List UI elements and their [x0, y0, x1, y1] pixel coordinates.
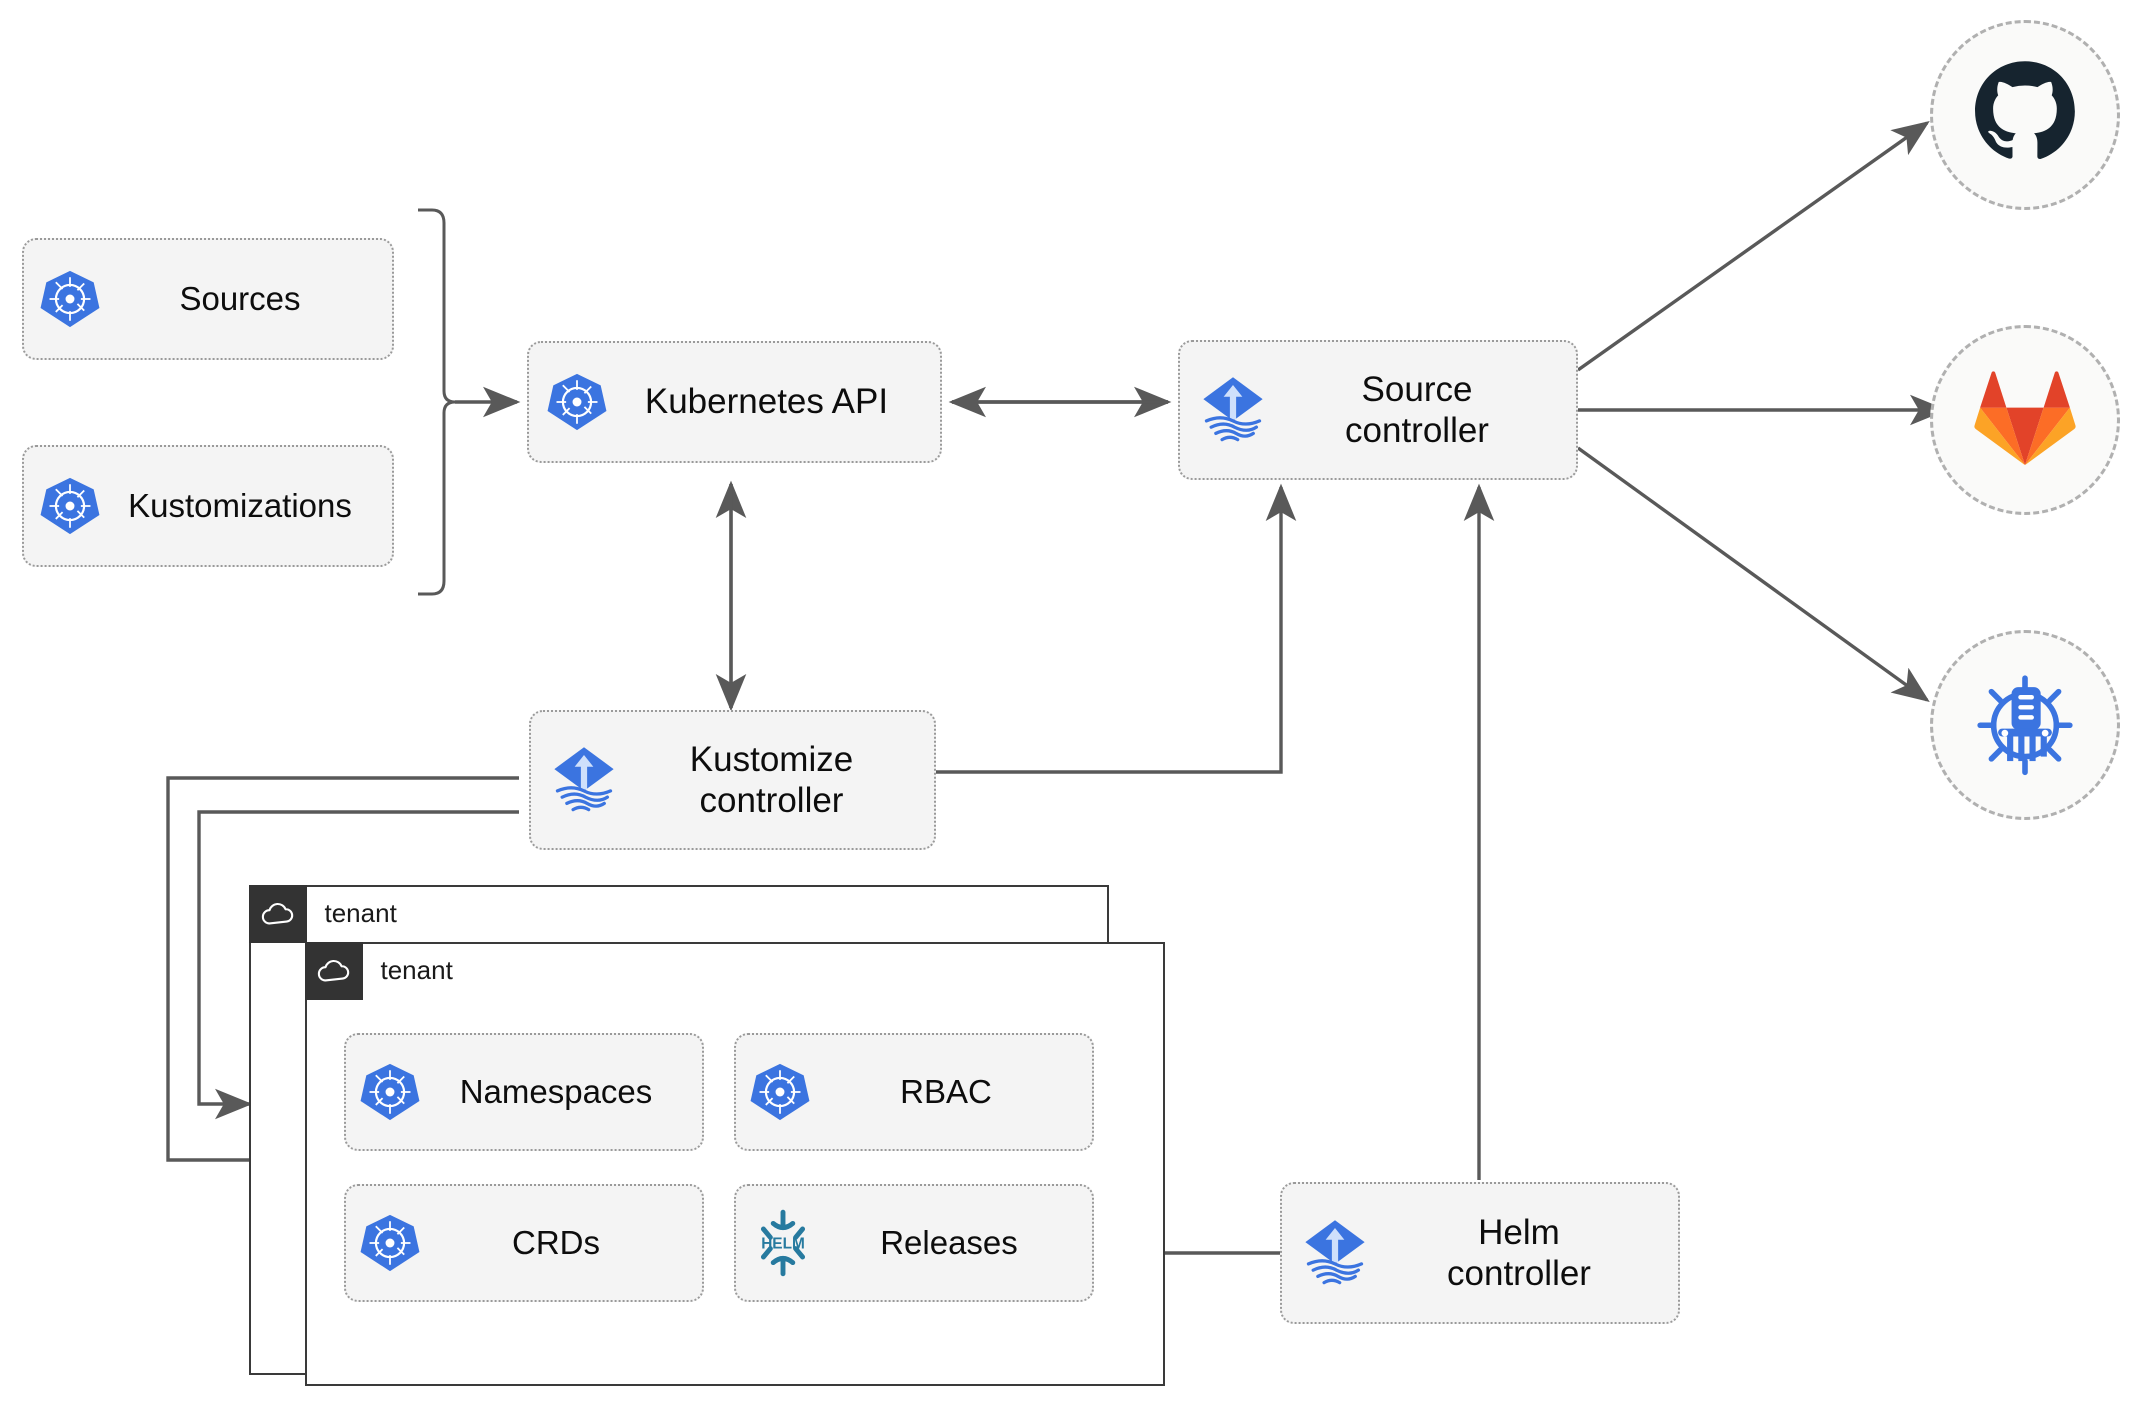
node-label: Helm controller	[1374, 1212, 1664, 1295]
helm-icon: HELM	[748, 1208, 818, 1278]
github-icon	[1971, 59, 2079, 172]
edge-kustomize-to-source	[936, 483, 1297, 774]
node-helm-controller[interactable]: Helm controller	[1280, 1182, 1680, 1324]
node-namespaces[interactable]: Namespaces	[344, 1033, 704, 1151]
gitlab-icon	[1973, 368, 2077, 473]
node-label-line2: controller	[1447, 1254, 1591, 1293]
edge-source-to-github	[1577, 121, 1930, 372]
node-source-controller[interactable]: Source controller	[1178, 340, 1578, 480]
kubernetes-icon	[545, 370, 609, 434]
tenant-panel-front[interactable]: tenant Namespaces	[304, 941, 1165, 1386]
flux-icon	[1194, 371, 1272, 449]
cloud-icon	[248, 884, 307, 943]
kubernetes-icon	[358, 1060, 422, 1124]
helm-registry-icon	[1969, 667, 2081, 784]
node-label-line1: Kustomize	[689, 739, 854, 779]
node-label: Releases	[880, 1223, 1018, 1261]
node-label: RBAC	[900, 1072, 992, 1110]
provider-github[interactable]	[1930, 20, 2120, 210]
provider-helm-registry[interactable]	[1930, 630, 2120, 820]
node-label-line1: Source	[1361, 369, 1473, 409]
kubernetes-icon	[358, 1211, 422, 1275]
kubernetes-icon	[748, 1060, 812, 1124]
node-label-line1: Helm	[1478, 1212, 1560, 1252]
node-kustomize-controller[interactable]: Kustomize controller	[529, 710, 936, 850]
edge-source-to-helm-registry	[1577, 446, 1930, 702]
cloud-icon	[304, 941, 363, 1000]
node-label: Sources	[179, 279, 301, 317]
node-label-line2: controller	[1345, 411, 1489, 450]
kubernetes-icon	[38, 267, 102, 331]
node-label: Namespaces	[459, 1072, 653, 1110]
node-rbac[interactable]: RBAC	[734, 1033, 1094, 1151]
tenant-label: tenant	[324, 898, 397, 928]
tenant-header: tenant	[304, 941, 453, 1000]
node-label: CRDs	[512, 1223, 600, 1261]
node-kustomizations[interactable]: Kustomizations	[22, 445, 394, 567]
edge-inputs-bracket	[418, 208, 456, 596]
node-label: Kustomizations	[128, 486, 352, 524]
kubernetes-icon	[38, 474, 102, 538]
node-crds[interactable]: CRDs	[344, 1184, 704, 1302]
node-label: Source controller	[1272, 369, 1562, 452]
provider-gitlab[interactable]	[1930, 325, 2120, 515]
node-label: Kustomize controller	[623, 739, 920, 822]
flux-icon	[545, 741, 623, 819]
flux-icon	[1296, 1214, 1374, 1292]
node-kubernetes-api[interactable]: Kubernetes API	[527, 341, 942, 463]
svg-text:HELM: HELM	[761, 1236, 805, 1253]
node-releases[interactable]: HELM Releases	[734, 1184, 1094, 1302]
tenant-label: tenant	[380, 955, 453, 985]
tenant-header: tenant	[248, 884, 397, 943]
node-label: Kubernetes API	[644, 382, 889, 422]
node-sources[interactable]: Sources	[22, 238, 394, 360]
node-label-line2: controller	[699, 781, 844, 820]
